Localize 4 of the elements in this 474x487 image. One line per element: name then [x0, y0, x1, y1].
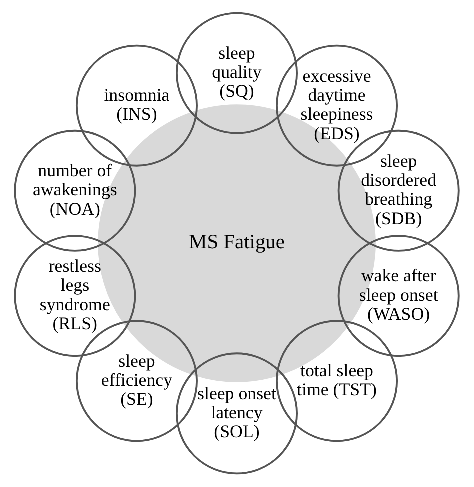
node-circle: sleep onset latency (SOL)	[176, 352, 298, 475]
node-circle: wake after sleep onset (WASO)	[338, 235, 460, 358]
node-circle: number of awakenings (NOA)	[14, 130, 136, 252]
node-circle: sleep quality (SQ)	[176, 12, 298, 134]
